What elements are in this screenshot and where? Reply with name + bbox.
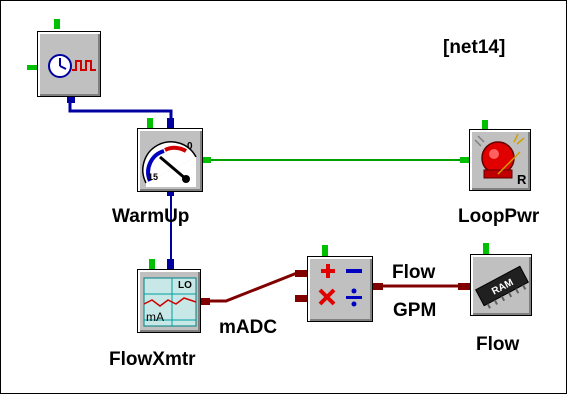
- flowxmtr-top-port-1[interactable]: [149, 259, 155, 271]
- looppwr-badge: R: [517, 172, 527, 187]
- warmup-right-port[interactable]: [202, 157, 211, 163]
- looppwr-top-port[interactable]: [482, 120, 488, 130]
- gauge-icon: [142, 141, 197, 187]
- math-right-port[interactable]: [373, 283, 383, 290]
- clock-block[interactable]: [37, 31, 101, 97]
- looppwr-block[interactable]: R: [469, 129, 531, 191]
- math-left-port-2[interactable]: [295, 295, 307, 302]
- gauge-mark-15: 15: [148, 172, 159, 182]
- warmup-label: WarmUp: [112, 206, 190, 227]
- clock-pulse-icon: [48, 54, 96, 78]
- flowxmtr-top-port-2[interactable]: [167, 259, 174, 271]
- net-label: [net14]: [443, 37, 506, 58]
- wire-label-flow: Flow: [392, 262, 436, 283]
- trend-icon: [143, 277, 197, 327]
- trend-unit-text: mA: [146, 310, 164, 324]
- flow-ram-left-port[interactable]: [458, 283, 470, 290]
- flowxmtr-label: FlowXmtr: [109, 349, 196, 370]
- flowxmtr-block[interactable]: LO mA: [137, 269, 201, 333]
- clock-left-port[interactable]: [27, 65, 39, 70]
- wire-label-gpm: GPM: [393, 300, 437, 321]
- looppwr-label: LoopPwr: [458, 206, 540, 227]
- flowxmtr-right-port[interactable]: [200, 298, 210, 305]
- warmup-top-port-1[interactable]: [147, 118, 153, 130]
- gauge-mark-0: 0: [187, 141, 193, 152]
- math-left-port-1[interactable]: [295, 270, 307, 277]
- flow-ram-block[interactable]: RAM: [470, 254, 532, 316]
- looppwr-left-port[interactable]: [460, 157, 470, 163]
- arithmetic-icon: [318, 264, 362, 307]
- warmup-block[interactable]: 0 15: [137, 128, 203, 192]
- wire-flowxmtr-to-math[interactable]: [208, 271, 298, 303]
- flow-ram-top-port[interactable]: [483, 243, 489, 255]
- trend-lo-text: LO: [178, 280, 192, 291]
- clock-bottom-port[interactable]: [67, 96, 75, 103]
- alarm-bell-icon: [474, 133, 525, 179]
- math-top-port[interactable]: [322, 245, 328, 257]
- warmup-bottom-port[interactable]: [167, 189, 174, 196]
- clock-top-port[interactable]: [54, 19, 60, 29]
- wire-label-madc: mADC: [219, 317, 278, 338]
- flow-ram-label: Flow: [476, 334, 520, 355]
- ram-chip-icon: RAM: [475, 265, 529, 309]
- wire-clock-to-warmup[interactable]: [68, 98, 173, 126]
- math-block[interactable]: [307, 256, 373, 322]
- warmup-top-port-2[interactable]: [167, 118, 174, 130]
